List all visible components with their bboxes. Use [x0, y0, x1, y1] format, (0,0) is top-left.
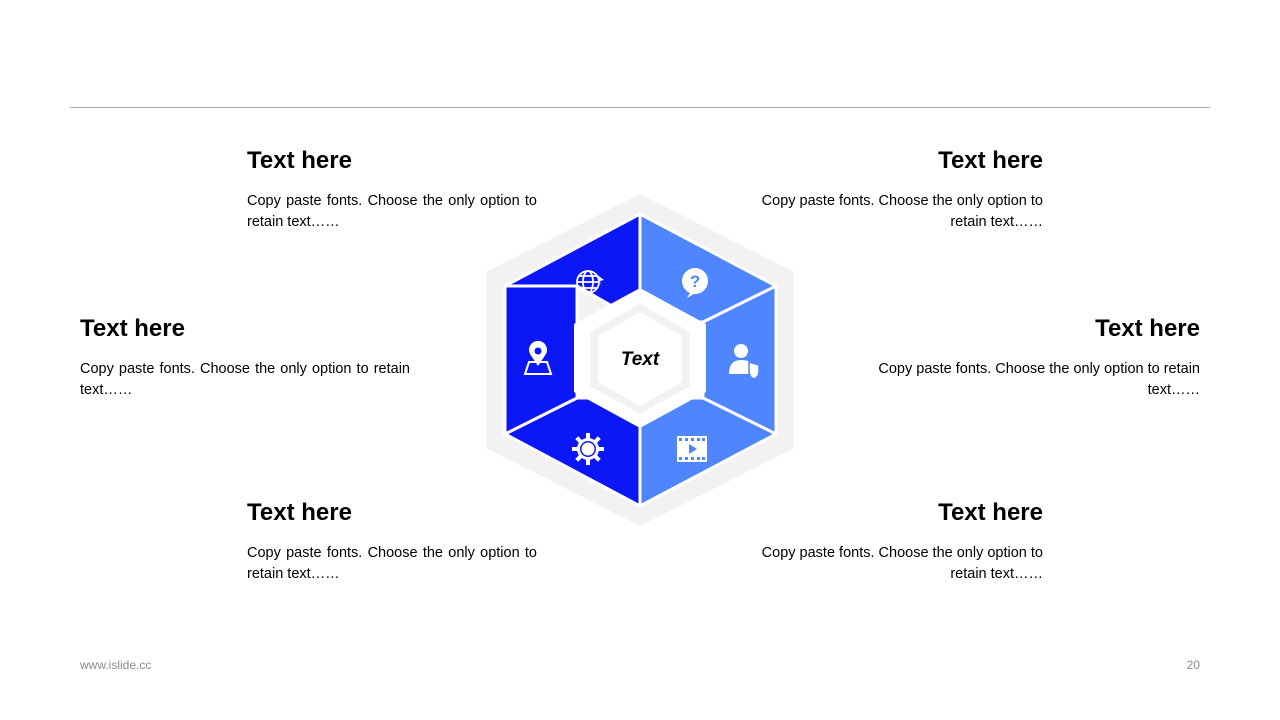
page-number: 20	[1186, 658, 1200, 672]
footer-url: www.islide.cc	[80, 658, 152, 672]
text-block-top-right: Text here Copy paste fonts. Choose the o…	[753, 147, 1043, 233]
question-bubble-icon: ?	[682, 268, 708, 298]
svg-text:?: ?	[690, 272, 700, 291]
block-body: Copy paste fonts. Choose the only option…	[247, 193, 537, 230]
block-title: Text here	[938, 147, 1043, 174]
map-pin-icon	[523, 340, 553, 375]
block-title: Text here	[938, 499, 1043, 526]
globe-plane-icon	[576, 270, 604, 294]
text-block-top-left: Text here Copy paste fonts. Choose the o…	[247, 147, 537, 233]
text-block-middle-right: Text here Copy paste fonts. Choose the o…	[870, 315, 1200, 401]
top-divider	[70, 107, 1210, 108]
text-block-middle-left: Text here Copy paste fonts. Choose the o…	[80, 315, 410, 401]
hexagon-diagram: ?	[486, 194, 794, 526]
block-body: Copy paste fonts. Choose the only option…	[80, 361, 410, 398]
hexagon-inner-center	[598, 312, 682, 406]
user-shield-icon	[729, 344, 760, 380]
text-block-bottom-left: Text here Copy paste fonts. Choose the o…	[247, 499, 537, 585]
block-title: Text here	[247, 499, 352, 526]
block-body: Copy paste fonts. Choose the only option…	[247, 545, 537, 582]
sun-gear-icon	[572, 433, 604, 465]
block-body: Copy paste fonts. Choose the only option…	[878, 361, 1200, 398]
block-title: Text here	[247, 147, 352, 174]
block-title: Text here	[1095, 315, 1200, 342]
block-body: Copy paste fonts. Choose the only option…	[761, 545, 1043, 582]
video-film-icon	[677, 436, 707, 462]
hexagon-center-label: Text	[620, 349, 660, 370]
text-block-bottom-right: Text here Copy paste fonts. Choose the o…	[753, 499, 1043, 585]
block-title: Text here	[80, 315, 185, 342]
block-body: Copy paste fonts. Choose the only option…	[761, 193, 1043, 230]
